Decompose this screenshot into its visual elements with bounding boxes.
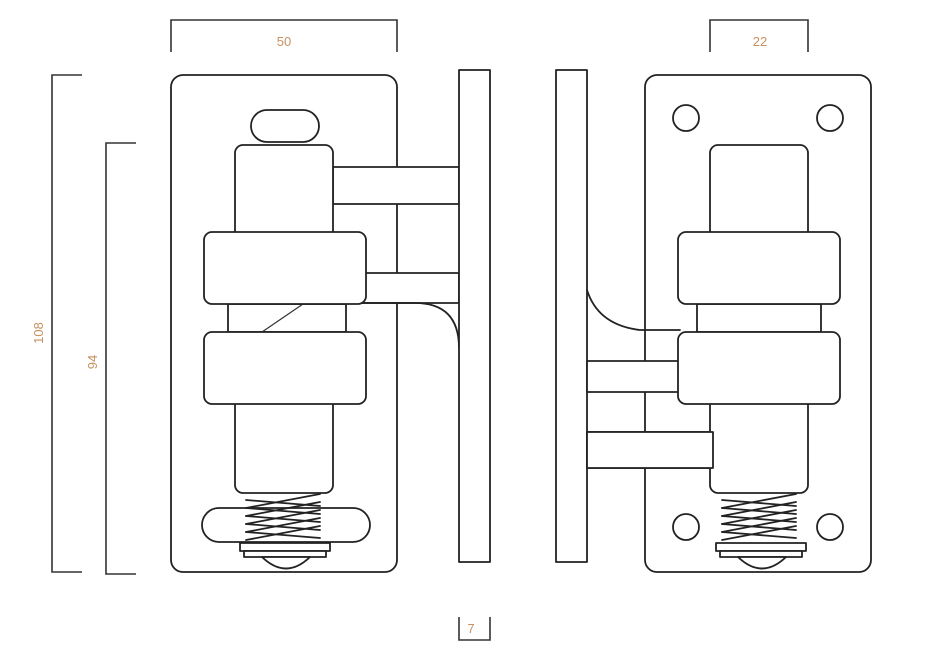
dimension-plate-height: 94 <box>85 142 136 575</box>
dimension-overall-height-label: 108 <box>31 322 46 344</box>
rear-view <box>555 69 872 573</box>
rear-hole-top-right <box>816 104 844 132</box>
dimension-front-width-label: 50 <box>277 34 291 49</box>
dimension-rear-width-label: 22 <box>753 34 767 49</box>
front-middle-arm <box>361 272 460 304</box>
front-side-plate <box>458 69 491 563</box>
front-washer <box>239 542 331 552</box>
dimension-front-width: 50 <box>170 19 398 52</box>
rear-hole-bottom-right <box>816 513 844 541</box>
rear-collar <box>696 303 822 333</box>
front-collar <box>227 303 347 333</box>
front-nut <box>261 556 311 570</box>
front-top-slot <box>250 109 320 143</box>
rear-side-plate <box>555 69 588 563</box>
front-view <box>170 69 491 573</box>
rear-lower-knuckle <box>677 331 841 405</box>
front-upper-knuckle <box>203 231 367 305</box>
dimension-plate-thickness-label: 7 <box>467 621 474 636</box>
dimension-rear-width: 22 <box>709 19 809 52</box>
rear-hole-bottom-left <box>672 513 700 541</box>
dimension-overall-height: 108 <box>31 74 82 573</box>
dimension-plate-thickness: 7 <box>458 617 491 641</box>
rear-middle-arm <box>586 360 681 393</box>
rear-washer <box>715 542 807 552</box>
front-lower-knuckle <box>203 331 367 405</box>
rear-upper-knuckle <box>677 231 841 305</box>
rear-nut <box>737 556 787 570</box>
dimension-plate-height-label: 94 <box>85 355 100 369</box>
front-spring <box>245 493 321 541</box>
front-upper-arm <box>332 166 460 205</box>
rear-hole-top-left <box>672 104 700 132</box>
rear-curved-arm <box>586 289 681 331</box>
rear-spring <box>721 493 797 541</box>
